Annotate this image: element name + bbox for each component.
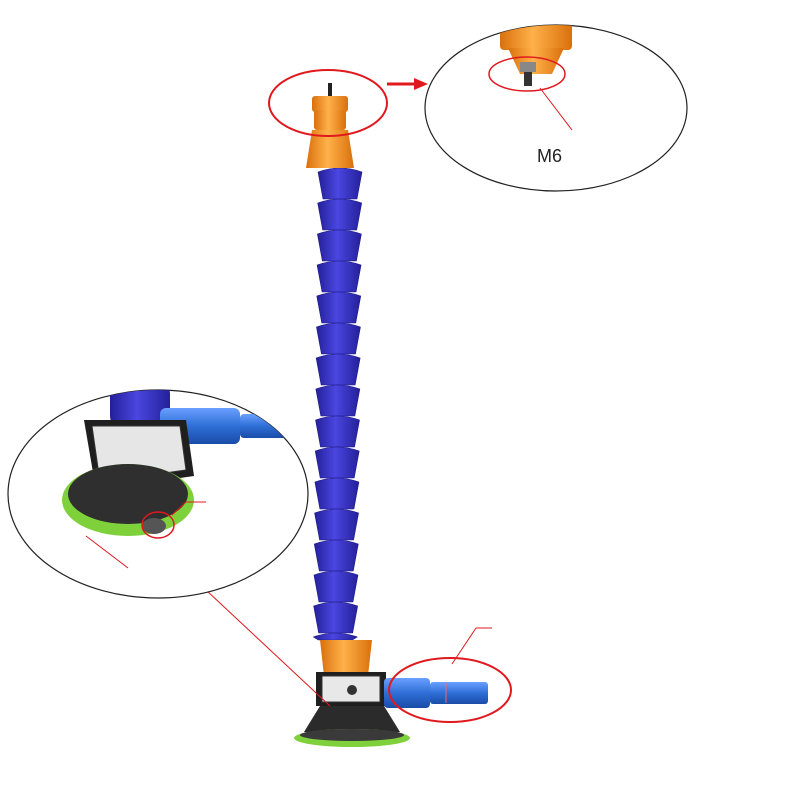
arm-segment: [314, 446, 360, 479]
top-orange-fitting: [306, 83, 354, 168]
pipe-highlight-ellipse: [388, 657, 512, 723]
side-pipe: [384, 678, 488, 708]
annotations: [205, 69, 512, 723]
arm-segment: [313, 570, 359, 603]
suction-mount: [294, 672, 410, 747]
arm-segment: [315, 415, 360, 448]
bottom-orange-fitting: [320, 640, 372, 676]
arm-segment: [317, 198, 363, 231]
arm-segment: [316, 291, 362, 324]
arm-segment: [314, 477, 360, 510]
zoom-callout-base: [7, 389, 309, 599]
arm-segment: [312, 632, 359, 641]
arm-segment: [316, 260, 362, 293]
arm-segment: [314, 508, 359, 541]
arm-segment: [316, 322, 361, 355]
flexible-arm: [312, 167, 363, 641]
top-highlight-ellipse: [268, 69, 388, 137]
arm-segment: [317, 167, 363, 200]
arm-segment: [315, 384, 361, 417]
arm-segment: [313, 539, 359, 572]
arm-segment: [317, 229, 362, 262]
zoom-callout-thread: [424, 24, 688, 192]
arm-segment: [315, 353, 361, 386]
arm-segment: [313, 601, 359, 634]
thread-size-label: M6: [537, 146, 563, 166]
arrow-right-icon: [414, 78, 428, 90]
